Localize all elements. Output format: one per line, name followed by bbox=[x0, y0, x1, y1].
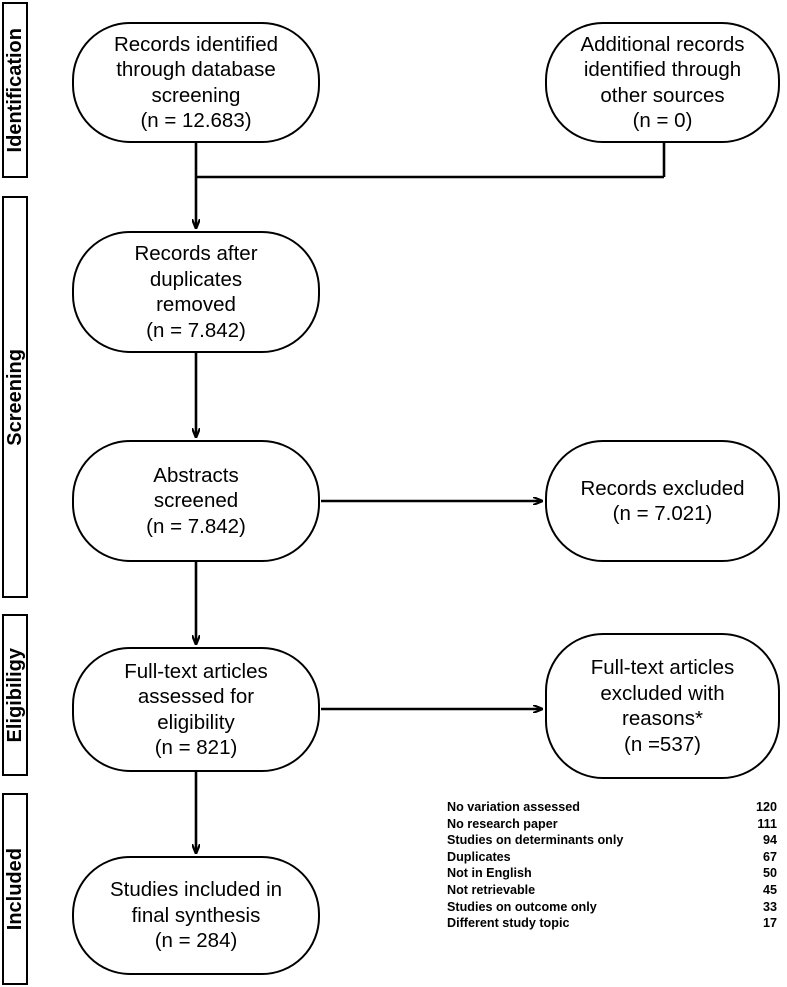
stage-bar-screening: Screening bbox=[2, 196, 28, 598]
exclusion-reason-row: Studies on determinants only 94 bbox=[447, 832, 777, 849]
stage-bar-eligibility: Eligibiligy bbox=[2, 614, 28, 776]
stage-bar-included: Included bbox=[2, 793, 28, 985]
box-abstracts-screened-text: Abstracts screened (n = 7.842) bbox=[146, 463, 246, 538]
box-records-excluded: Records excluded (n = 7.021) bbox=[545, 440, 780, 562]
exclusion-reason-label: Studies on outcome only bbox=[447, 899, 597, 914]
box-additional-records-text: Additional records identified through ot… bbox=[580, 32, 745, 133]
exclusion-reason-label: No variation assessed bbox=[447, 800, 580, 814]
exclusion-reason-count: 111 bbox=[757, 816, 777, 831]
exclusion-reason-row: Duplicates 67 bbox=[447, 849, 777, 866]
exclusion-reason-label: Duplicates bbox=[447, 849, 511, 864]
exclusion-reason-row: Not in English 50 bbox=[447, 865, 777, 882]
exclusion-reason-label: Different study topic bbox=[447, 916, 570, 931]
box-studies-included-text: Studies included in final synthesis (n =… bbox=[109, 878, 283, 953]
box-records-excluded-text: Records excluded (n = 7.021) bbox=[580, 476, 745, 526]
box-studies-included: Studies included in final synthesis (n =… bbox=[72, 856, 320, 975]
box-fulltext-excluded-text: Full-text articles excluded with reasons… bbox=[590, 656, 735, 756]
exclusion-reason-label: Studies on determinants only bbox=[447, 833, 624, 848]
exclusion-reason-count: 33 bbox=[762, 899, 777, 914]
box-additional-records: Additional records identified through ot… bbox=[545, 22, 780, 143]
exclusion-reason-count: 120 bbox=[755, 800, 777, 814]
box-records-identified-text: Records identified through database scre… bbox=[113, 32, 279, 133]
exclusion-reason-label: Not retrievable bbox=[447, 882, 536, 897]
exclusion-reason-row: Different study topic 17 bbox=[447, 915, 777, 932]
exclusion-reason-row: No variation assessed 120 bbox=[447, 799, 777, 816]
exclusion-reasons-list: No variation assessed 120 No research pape… bbox=[447, 799, 777, 932]
stage-bar-identification: Identification bbox=[2, 2, 28, 178]
exclusion-reason-count: 94 bbox=[762, 833, 777, 848]
box-duplicates-removed-text: Records after duplicates removed (n = 7.… bbox=[134, 242, 258, 342]
box-abstracts-screened: Abstracts screened (n = 7.842) bbox=[72, 440, 320, 562]
exclusion-reason-label: Not in English bbox=[447, 866, 532, 881]
exclusion-reason-count: 17 bbox=[762, 916, 777, 931]
exclusion-reason-row: Not retrievable 45 bbox=[447, 882, 777, 899]
exclusion-reason-row: No research paper 111 bbox=[447, 816, 777, 833]
exclusion-reason-row: Studies on outcome only 33 bbox=[447, 899, 777, 916]
box-fulltext-assessed: Full-text articles assessed for eligibil… bbox=[72, 647, 320, 772]
box-records-identified: Records identified through database scre… bbox=[72, 22, 320, 143]
box-fulltext-excluded: Full-text articles excluded with reasons… bbox=[545, 633, 780, 779]
exclusion-reason-count: 50 bbox=[762, 866, 777, 881]
exclusion-reason-label: No research paper bbox=[447, 816, 558, 831]
exclusion-reason-count: 45 bbox=[762, 882, 777, 897]
exclusion-reason-count: 67 bbox=[762, 849, 777, 864]
box-duplicates-removed: Records after duplicates removed (n = 7.… bbox=[72, 231, 320, 353]
box-fulltext-assessed-text: Full-text articles assessed for eligibil… bbox=[124, 659, 268, 760]
